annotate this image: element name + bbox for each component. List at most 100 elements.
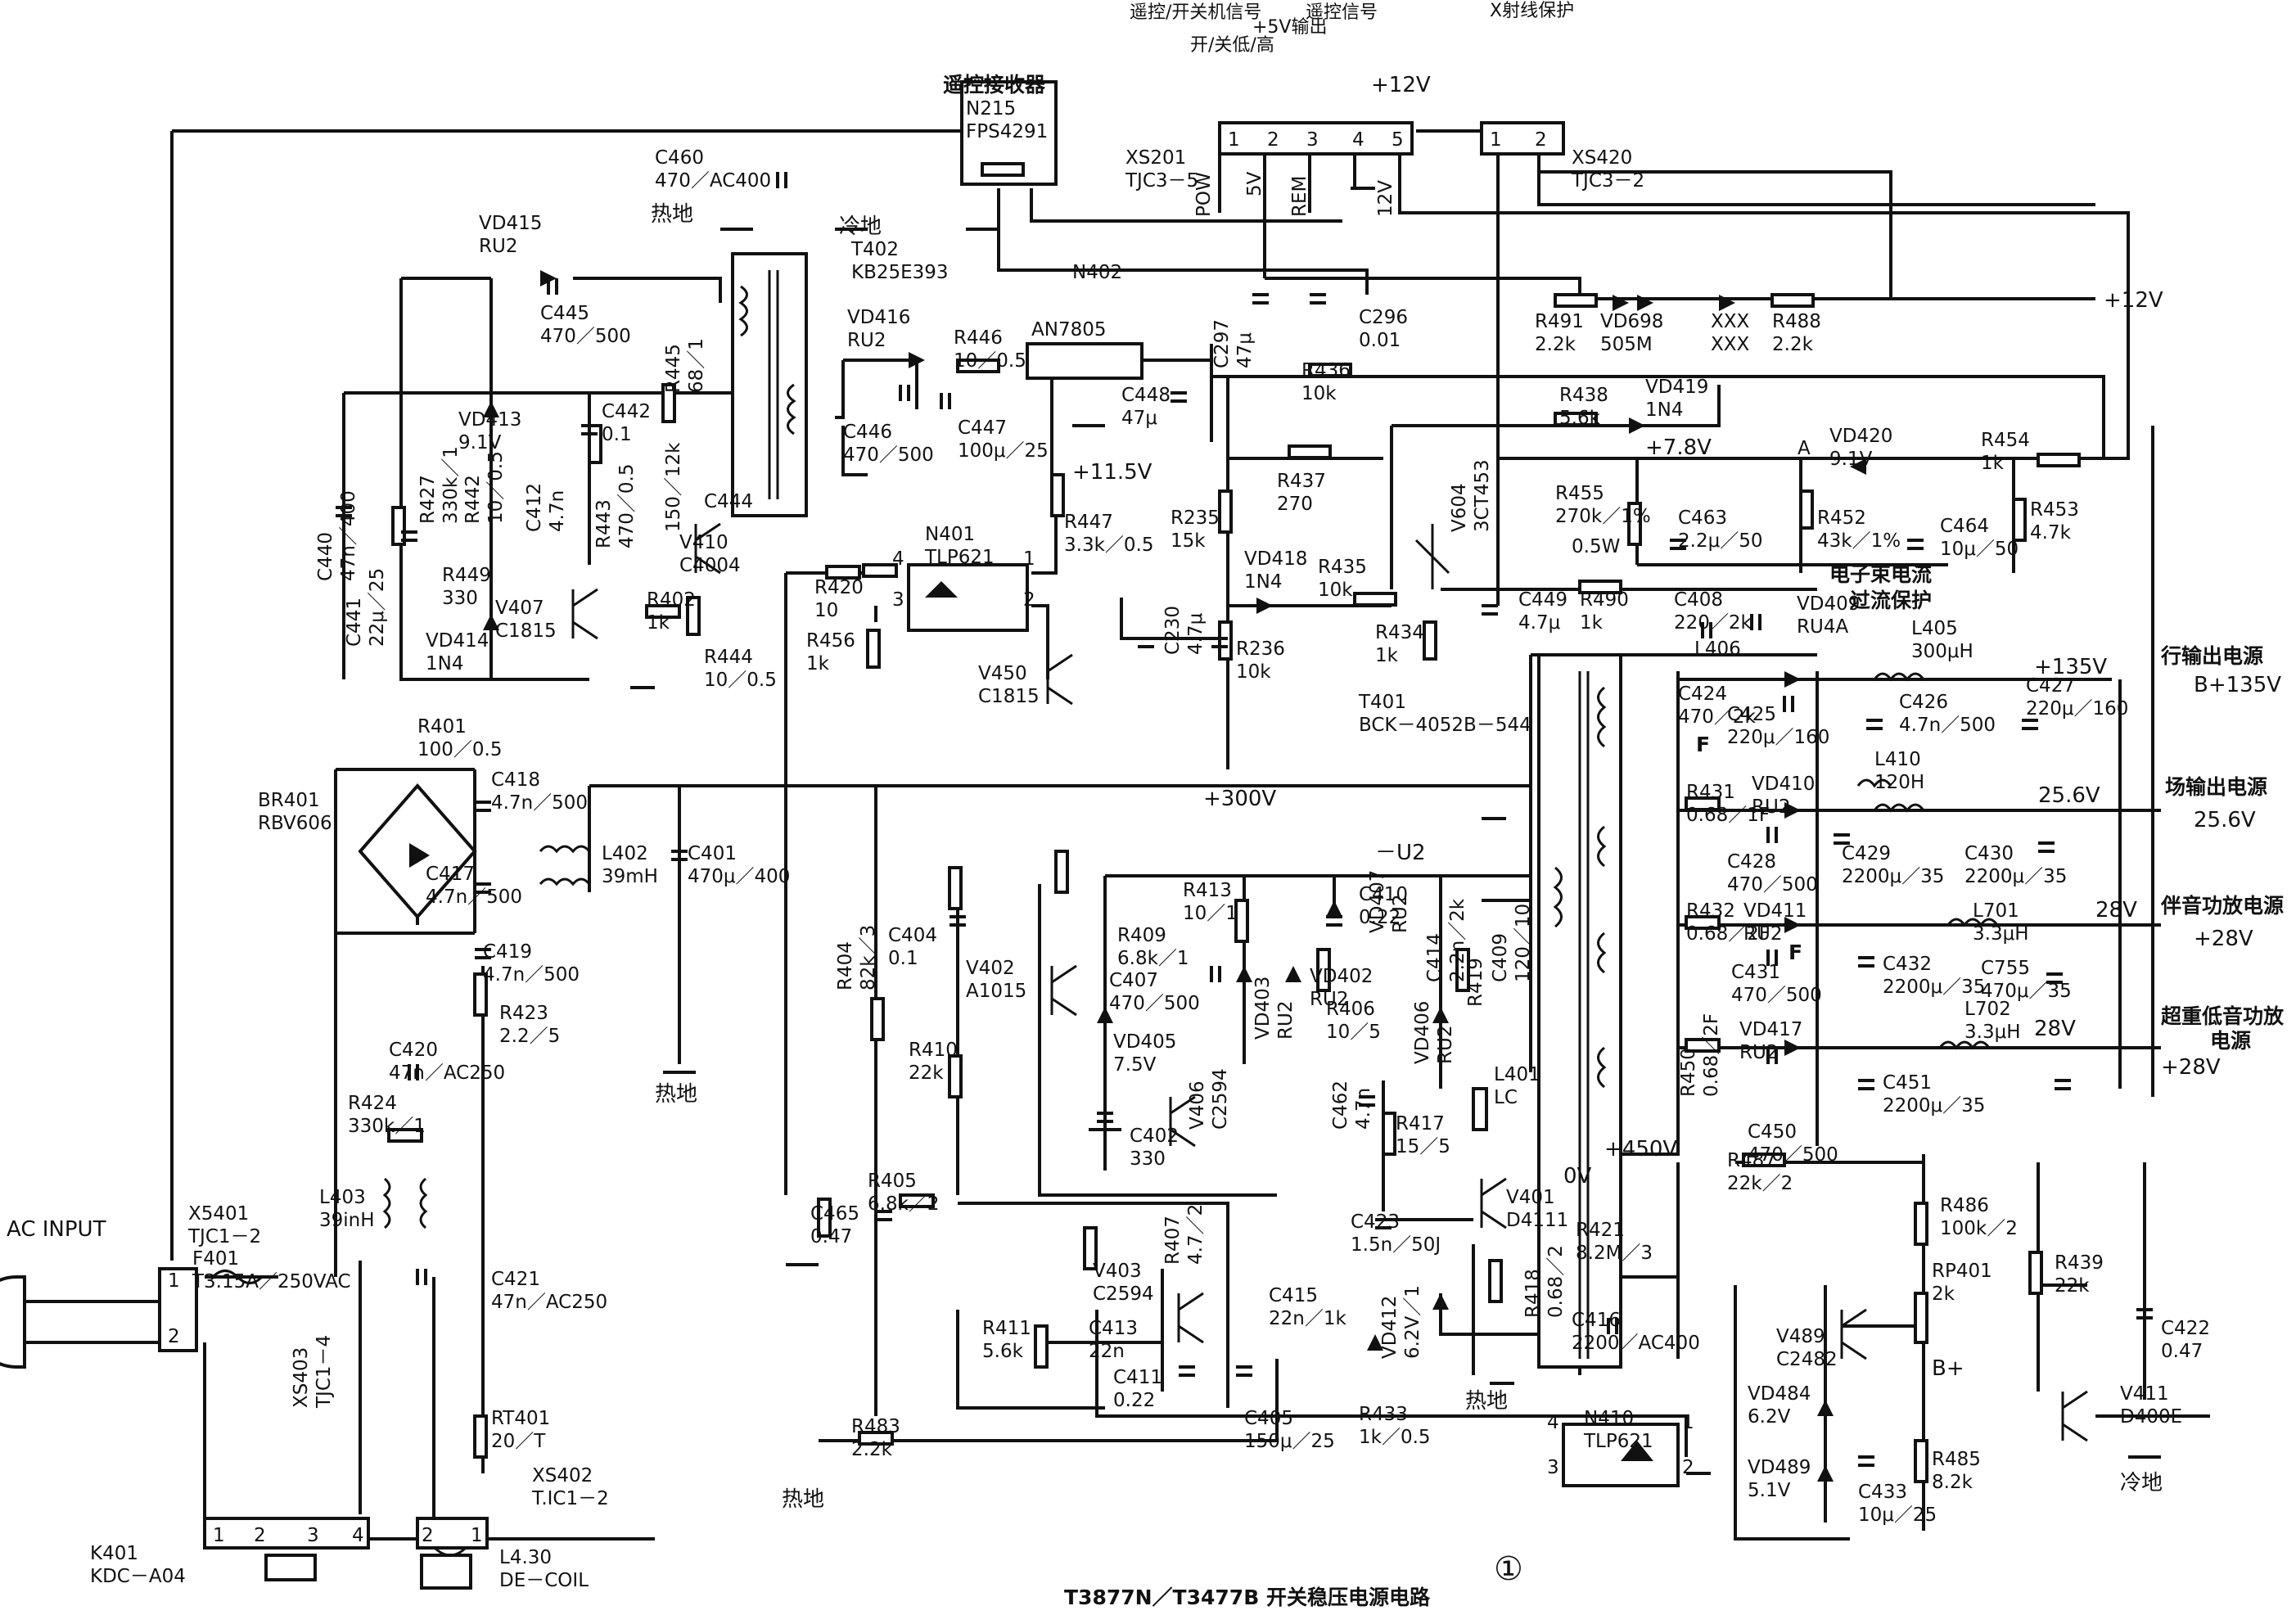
component-ref: C407 <box>1109 970 1158 991</box>
component-labels: N215FPS4291XS201TJC3－5XS420TJC3－2C460470… <box>90 98 2210 1591</box>
component-ref: C447 <box>958 417 1007 439</box>
component-value: 120／10 <box>1513 904 1534 982</box>
component-ref: VD407 <box>1367 870 1388 933</box>
n410-pin: 3 <box>1547 1457 1559 1478</box>
component-value: 39mH <box>602 866 658 887</box>
xs201-pin: 1 <box>1228 129 1240 151</box>
n401-pin: 2 <box>1023 589 1035 611</box>
xs201-pin: 3 <box>1306 129 1319 151</box>
component-ref: C464 <box>1940 516 1989 537</box>
component-ref: C297 <box>1211 319 1233 368</box>
component-value: 0.47 <box>810 1226 852 1247</box>
component-value: RU2 <box>479 236 517 257</box>
component-ref: C460 <box>655 147 704 169</box>
component-ref: R235 <box>1171 508 1220 529</box>
component-value: TJC3－2 <box>1571 170 1644 192</box>
component-ref: VD415 <box>479 213 542 234</box>
xs420-pin: 1 <box>1490 129 1502 151</box>
component-value: 4.7／2 <box>1185 1204 1207 1265</box>
component-value: 330k／1 <box>440 446 462 524</box>
component-value: 0.1 <box>888 948 918 969</box>
component-value: 330 <box>442 588 478 609</box>
component-ref: C451 <box>1883 1072 1932 1094</box>
component-value: RU2 <box>1739 1042 1778 1063</box>
n410-pin: 1 <box>1682 1412 1694 1433</box>
component-ref: R406 <box>1326 999 1375 1020</box>
component-ref: V407 <box>495 598 544 619</box>
component-ref: RP401 <box>1932 1261 1992 1282</box>
component-ref: VD413 <box>458 409 521 431</box>
component-ref: L702 <box>1964 999 2011 1020</box>
component-ref: R443 <box>593 499 615 548</box>
component-value: 120H <box>1874 772 1924 793</box>
header-on-off: 开/关低/高 <box>1190 35 1274 56</box>
component-value: 10／1 <box>1183 903 1238 924</box>
component-ref: C463 <box>1678 508 1727 529</box>
net-12v-right: +12V <box>2104 288 2163 313</box>
component-value: 4.7n／500 <box>1899 715 1996 736</box>
bass-output-title2: 电源 <box>2210 1029 2251 1053</box>
component-value: C4004 <box>679 555 741 576</box>
hot-ground-bottom: 热地 <box>782 1487 824 1512</box>
component-ref: C296 <box>1359 307 1408 328</box>
component-ref: L410 <box>1874 749 1921 770</box>
component-value: 0.22 <box>1359 907 1401 928</box>
bass-output-value: +28V <box>2161 1055 2221 1080</box>
component-value: 470／2k <box>1678 706 1757 728</box>
component-ref: C422 <box>2161 1318 2210 1339</box>
x5401-pin: 1 <box>168 1270 180 1292</box>
component-ref: R447 <box>1064 512 1113 533</box>
component-ref: C441 <box>344 598 365 647</box>
figure-number: ① <box>1494 1550 1523 1588</box>
component-value: 6.2V／1 <box>1402 1285 1423 1359</box>
cold-ground-top: 冷地 <box>839 214 882 239</box>
component-ref: VD411 <box>1743 900 1807 922</box>
component-ref: V450 <box>978 663 1027 684</box>
component-ref: R424 <box>348 1093 397 1114</box>
component-ref: R456 <box>806 630 855 652</box>
component-value: 220μ／160 <box>1727 727 1829 748</box>
component-ref: VD489 <box>1748 1457 1811 1478</box>
net-12v-pin: 12V <box>1375 180 1396 217</box>
component-ref: V403 <box>1093 1261 1142 1282</box>
component-value: 1k <box>1981 453 2005 474</box>
component-ref: C440 <box>315 532 336 581</box>
component-value: LC <box>1494 1087 1518 1108</box>
component-ref: R446 <box>954 327 1003 349</box>
xs201-pin: 2 <box>1267 129 1279 151</box>
header-12v: +12V <box>1371 73 1431 97</box>
component-value: RU2 <box>1310 989 1348 1010</box>
component-value: 2200μ／35 <box>1964 866 2067 887</box>
component-value: FPS4291 <box>966 121 1048 142</box>
component-ref: N215 <box>966 98 1016 120</box>
component-ref: R421 <box>1576 1220 1625 1241</box>
component-ref: C405 <box>1244 1408 1293 1429</box>
component-ref: R427 <box>417 475 439 524</box>
component-ref: C428 <box>1727 851 1776 873</box>
component-ref: L405 <box>1911 618 1958 639</box>
component-value: 3.3k／0.5 <box>1064 535 1153 556</box>
component-value: C2482 <box>1776 1349 1838 1370</box>
remote-receiver-label: 遥控接收器 <box>943 73 1046 97</box>
component-value: RBV606 <box>258 813 332 834</box>
component-value: 8.2k <box>1932 1472 1973 1493</box>
component-value: RU2 <box>1752 796 1790 818</box>
caption: T3877N／T3477B 开关稳压电源电路 <box>1064 1586 1431 1609</box>
component-ref: C420 <box>389 1040 438 1061</box>
component-value: 2200／AC400 <box>1572 1333 1700 1354</box>
output-labels: 行输出电源 B+135V 场输出电源 25.6V 伴音功放电源 +28V 超重低… <box>1829 562 2285 1080</box>
component-value: T.IC1－2 <box>531 1488 609 1509</box>
component-value: 1k <box>1375 645 1399 666</box>
component-ref: C465 <box>810 1203 859 1225</box>
component-value: 0.68／2F <box>1686 923 1770 945</box>
component-ref: X5401 <box>188 1203 249 1225</box>
component-ref: C421 <box>491 1269 540 1290</box>
component-ref: C423 <box>1351 1211 1400 1233</box>
component-value: 47n／AC250 <box>389 1062 505 1084</box>
component-value: 22k／2 <box>1727 1173 1793 1194</box>
component-value: 10 <box>814 600 838 621</box>
x5401-pin: 2 <box>168 1326 180 1347</box>
component-ref: R413 <box>1183 880 1232 901</box>
component-value: RU2 <box>1275 1001 1297 1040</box>
component-value: 4.7μ <box>1185 612 1207 655</box>
